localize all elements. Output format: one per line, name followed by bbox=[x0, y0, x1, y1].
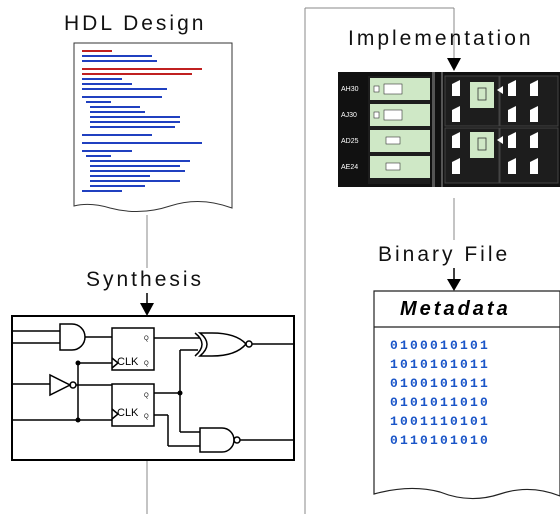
bit-row: 1001110101 bbox=[390, 414, 491, 429]
bit-row: 0101011010 bbox=[390, 395, 491, 410]
flip-flop-bottom bbox=[111, 383, 155, 427]
arrow-to-synthesis bbox=[140, 303, 154, 316]
svg-text:Q: Q bbox=[144, 414, 149, 420]
bit-row: 0110101010 bbox=[390, 433, 491, 448]
bit-row: 0100010101 bbox=[390, 338, 491, 353]
inverter-gate bbox=[49, 373, 72, 397]
bit-row: 0100101011 bbox=[390, 376, 491, 391]
synthesis-label: Synthesis bbox=[86, 268, 205, 291]
svg-text:Q: Q bbox=[144, 361, 149, 367]
binary-bits: 0100010101 1010101011 0100101011 0101011… bbox=[390, 336, 560, 450]
clk-label-bottom: CLK bbox=[117, 407, 139, 419]
pin-label-2: AJ30 bbox=[341, 112, 357, 119]
binary-file-label: Binary File bbox=[378, 243, 511, 266]
logic-tiles bbox=[444, 75, 559, 184]
svg-text:Q: Q bbox=[144, 336, 149, 342]
xnor-gate bbox=[197, 332, 247, 357]
flip-flop-top bbox=[111, 327, 155, 371]
hdl-code-lines bbox=[82, 50, 202, 192]
arrow-to-implementation bbox=[447, 58, 461, 71]
pin-label-1: AH30 bbox=[341, 86, 359, 93]
implementation-label: Implementation bbox=[348, 27, 534, 50]
bit-row: 1010101011 bbox=[390, 357, 491, 372]
svg-text:Q: Q bbox=[144, 393, 149, 399]
pin-label-3: AD25 bbox=[341, 138, 359, 145]
pin-label-4: AE24 bbox=[341, 164, 359, 171]
and-gate-top bbox=[59, 323, 86, 351]
metadata-header: Metadata bbox=[400, 298, 511, 320]
clk-label-top: CLK bbox=[117, 356, 139, 368]
hdl-design-label: HDL Design bbox=[64, 12, 207, 35]
arrow-to-binary bbox=[447, 279, 461, 291]
